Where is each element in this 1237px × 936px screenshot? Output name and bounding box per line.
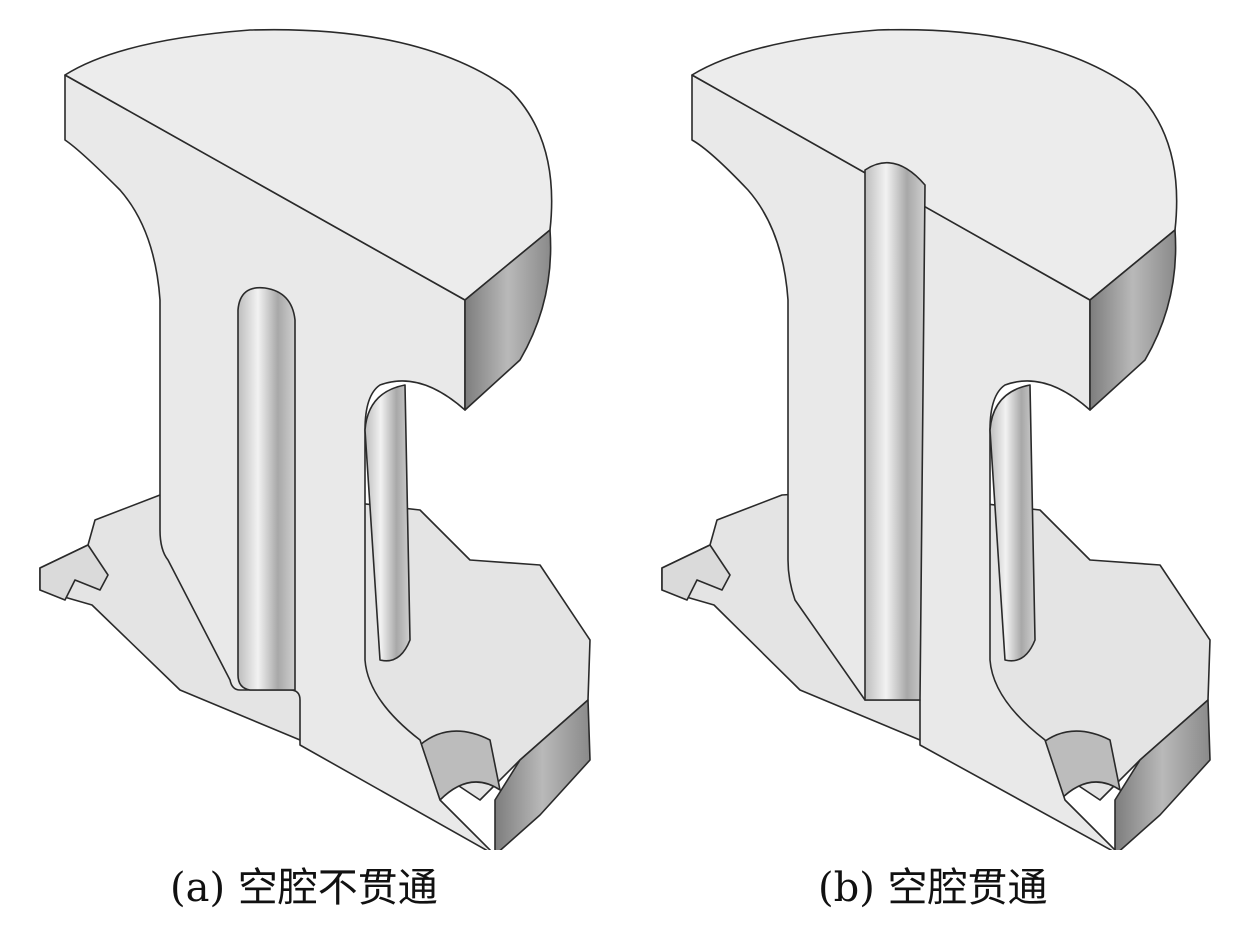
cavity-through bbox=[864, 161, 926, 701]
cavity-blind bbox=[237, 286, 296, 691]
caption-b: (b) 空腔贯通 bbox=[818, 865, 1048, 911]
figure-a-cavity-not-through bbox=[0, 0, 620, 850]
top-disk-side bbox=[1089, 229, 1177, 411]
cutaway-part-b bbox=[661, 28, 1211, 850]
flange-hole-right bbox=[419, 730, 501, 801]
top-disk-face bbox=[64, 28, 553, 301]
flange-left-notch bbox=[661, 544, 731, 601]
flange-side-face bbox=[494, 699, 591, 850]
cutaway-part-a bbox=[39, 28, 591, 850]
top-disk-face bbox=[691, 28, 1178, 301]
flange-left-notch bbox=[39, 544, 109, 601]
figure-b-cavity-through bbox=[620, 0, 1237, 850]
neck-right-cavity bbox=[989, 384, 1036, 662]
neck-right-cavity bbox=[364, 384, 411, 662]
top-disk-side bbox=[464, 229, 552, 411]
caption-a: (a) 空腔不贯通 bbox=[170, 865, 438, 911]
flange-side-face bbox=[1114, 699, 1211, 850]
